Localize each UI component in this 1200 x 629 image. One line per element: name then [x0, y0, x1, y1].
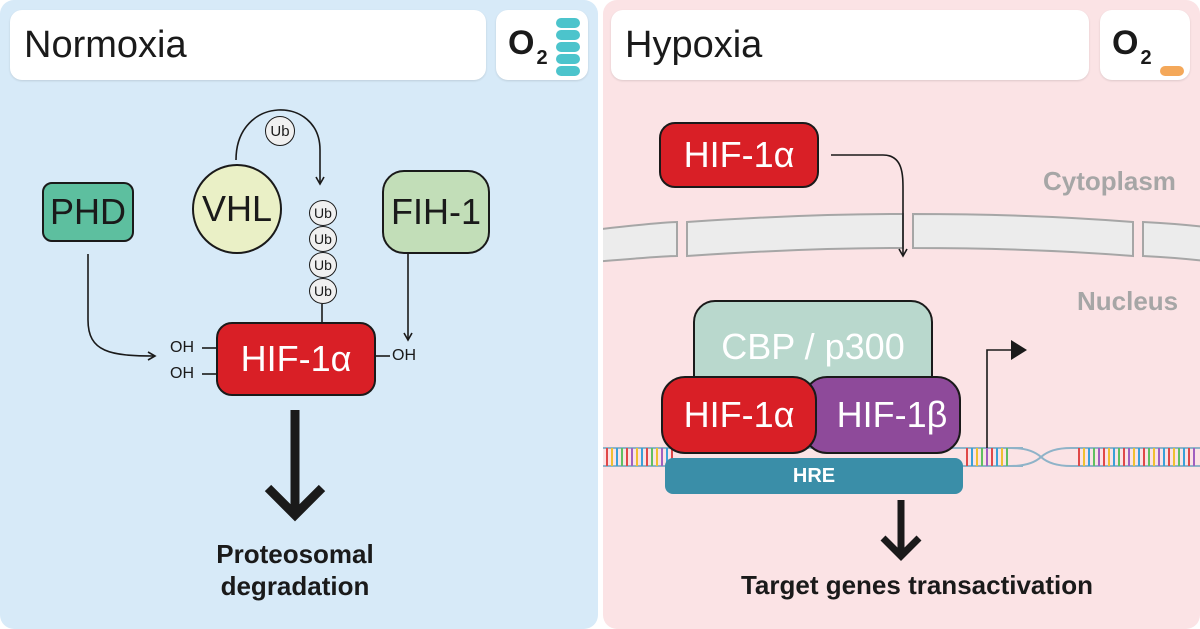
hypoxia-graphics	[603, 154, 1200, 561]
hypoxia-outcome: Target genes transactivation	[740, 570, 1094, 600]
ubiquitin-chain-unit: Ub	[309, 278, 337, 304]
normoxia-outcome-line1: Proteosomal	[216, 539, 374, 569]
vhl-node: VHL	[192, 164, 282, 254]
o2-bar	[1160, 66, 1184, 76]
hypoxia-title: Hypoxia	[625, 24, 763, 66]
normoxia-outcome: Proteosomal degradation	[170, 538, 420, 602]
normoxia-title: Normoxia	[24, 24, 187, 66]
transcription-start-line	[986, 349, 1013, 448]
hif1a-nucleus-node: HIF-1α	[661, 376, 817, 454]
o2-bar	[556, 30, 580, 40]
hif1b-node: HIF-1β	[803, 376, 961, 454]
transactivation-arrow-head	[880, 535, 922, 561]
normoxia-outcome-line2: degradation	[220, 571, 370, 601]
normoxia-arrows	[87, 109, 413, 522]
ubiquitin-tag: Ub	[265, 116, 295, 146]
hre-box: HRE	[665, 458, 963, 494]
normoxia-o2-subscript: 2	[536, 47, 548, 69]
cytoplasm-label: Cytoplasm	[1043, 166, 1176, 196]
nuclear-translocation-arrow	[831, 154, 908, 258]
oh-label: OH	[170, 365, 194, 382]
hypoxia-title-box: Hypoxia	[611, 10, 1089, 80]
vhl-ubiquitination-arrow	[235, 109, 325, 186]
ubiquitin-chain-unit: Ub	[309, 252, 337, 278]
fih1-node: FIH-1	[382, 170, 490, 254]
ubiquitin-chain-unit: Ub	[309, 200, 337, 226]
hypoxia-o2-subscript: 2	[1140, 47, 1152, 69]
o2-bar	[556, 18, 580, 28]
oh-label: OH	[392, 347, 416, 364]
nuclear-membrane	[603, 212, 1200, 263]
degradation-arrow-head	[264, 484, 326, 522]
hif1a-node: HIF-1α	[216, 322, 376, 396]
nucleus-label: Nucleus	[1077, 286, 1179, 316]
o2-bar	[556, 42, 580, 52]
ubiquitin-chain-unit: Ub	[309, 226, 337, 252]
phd-hydroxylation-arrow	[87, 254, 157, 361]
o2-bar	[556, 54, 580, 64]
normoxia-title-box: Normoxia	[10, 10, 486, 80]
phd-node: PHD	[42, 182, 134, 242]
o2-bar	[556, 66, 580, 76]
oh-label: OH	[170, 339, 194, 356]
transcription-start-arrowhead	[1011, 340, 1027, 360]
hif1a-cytoplasm-node: HIF-1α	[659, 122, 819, 188]
